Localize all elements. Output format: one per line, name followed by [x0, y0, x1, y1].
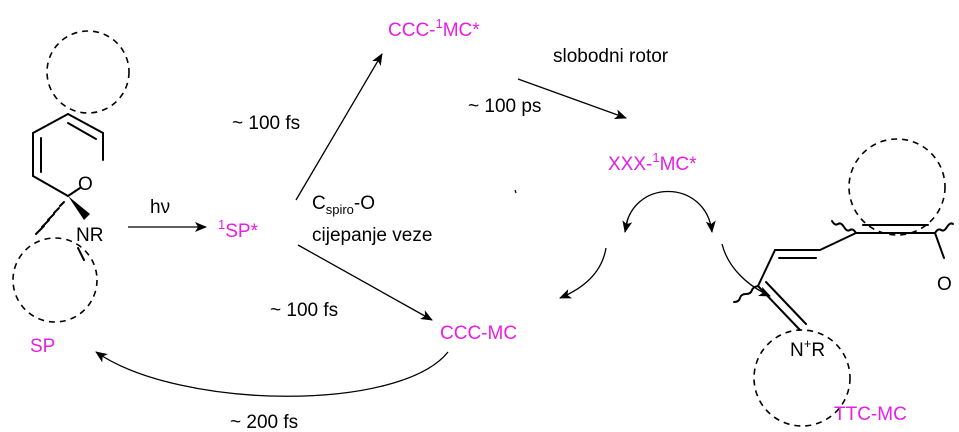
species-ccc-1mc: CCC-1MC* [388, 16, 480, 41]
sp-bond [67, 113, 104, 134]
free-rotor-label: slobodni rotor [553, 46, 669, 67]
arrow-ccc-mc-to-sp [95, 351, 449, 397]
arrow-sp-to-ccc-mc [297, 244, 433, 321]
sp-bond [67, 187, 81, 197]
ttc-mc-structure: O N+R [733, 138, 954, 427]
branch-curve-arc [624, 190, 716, 233]
sp-lower-ring-dashed [12, 237, 98, 323]
sp-oxygen-atom: O [78, 174, 93, 195]
species-sp: SP [30, 336, 55, 357]
arrow-ccc-1mc-to-xxx [517, 78, 627, 119]
species-ccc-mc: CCC-MC [440, 323, 517, 344]
ttc-wavy-bond [733, 285, 759, 303]
branch-arc-start-stub [622, 217, 633, 233]
species-xxx-1mc: XXX-1MC* [608, 150, 697, 175]
ttc-co-bond [934, 232, 945, 259]
ttc-chain-bond [757, 285, 801, 331]
sp-nitrogen-group: NR [76, 225, 103, 246]
sp-bond [32, 113, 69, 134]
time-sp-to-ccc-mc: ~ 100 fs [270, 300, 338, 321]
ttc-chain-bond [819, 232, 857, 251]
sp-wedge-bond [68, 196, 90, 220]
sp-bond [32, 175, 69, 197]
sp-upper-ring-dashed [46, 30, 130, 114]
ttc-upper-ring-dashed [848, 138, 946, 236]
ttc-lower-ring-dashed [753, 329, 851, 427]
bond-cleavage-text: cijepanje veze [312, 225, 432, 246]
arrow-sp-to-ccc-1mc [295, 53, 383, 201]
ttc-double-bond [765, 281, 807, 325]
species-ttc-mc: TTC-MC [834, 404, 907, 425]
arrow-xxx-to-ccc-mc [559, 247, 607, 299]
hv-label: hν [150, 197, 170, 218]
ttc-oxygen-atom: O [937, 274, 952, 295]
sp-double-bond [67, 122, 97, 140]
sp-bond [77, 247, 85, 261]
time-sp-to-ccc-1mc: ~ 100 fs [232, 113, 300, 134]
bond-cleavage-label: Cspiro-O [312, 193, 375, 217]
sp-hashed-bond [35, 201, 65, 235]
ttc-nitrogen-group: N+R [790, 336, 825, 361]
time-ccc-mc-to-sp: ~ 200 fs [230, 412, 298, 432]
stray-mark [514, 189, 517, 194]
ttc-chain-bond [757, 249, 776, 287]
arrow-xxx-to-ttc-mc [721, 243, 771, 297]
ttc-wavy-bond [831, 220, 857, 234]
ttc-wavy-bond [934, 222, 954, 234]
sp-structure: O NR [12, 30, 130, 323]
species-sp-excited: 1SP* [218, 217, 259, 242]
time-ccc-1mc-to-xxx: ~ 100 ps [468, 96, 541, 117]
